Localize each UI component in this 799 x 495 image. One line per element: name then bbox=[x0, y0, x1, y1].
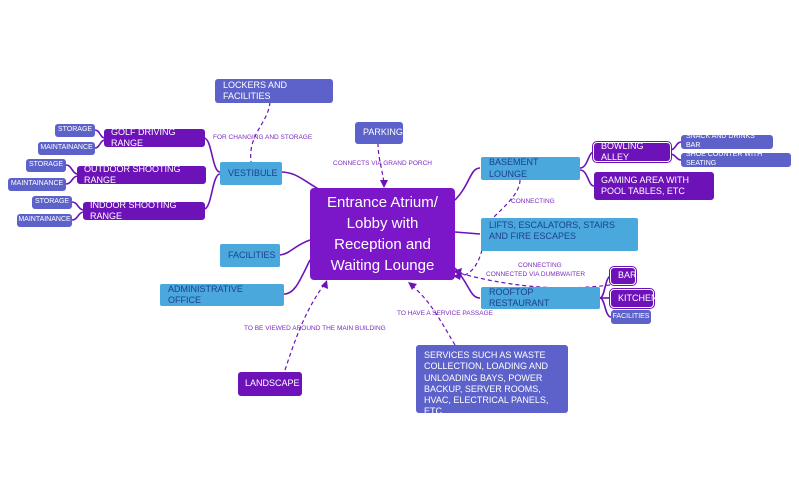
label-connects-grand-porch: CONNECTS VIA GRAND PORCH bbox=[333, 160, 432, 167]
node-outdoor-maintainance[interactable]: MAINTAINANCE bbox=[8, 178, 66, 191]
node-shoe-counter[interactable]: SHOE COUNTER WITH SEATING bbox=[681, 151, 791, 167]
node-bar[interactable]: BAR bbox=[610, 267, 637, 285]
central-topic-label: Entrance Atrium/ Lobby with Reception an… bbox=[327, 194, 438, 274]
node-snack-drinks-bar[interactable]: SNACK AND DRINKS BAR bbox=[681, 133, 773, 149]
node-outdoor-shooting-range[interactable]: OUTDOOR SHOOTING RANGE bbox=[77, 164, 206, 185]
label-connecting-lifts: CONNECTING bbox=[518, 262, 562, 269]
node-indoor-shooting-range[interactable]: INDOOR SHOOTING RANGE bbox=[83, 200, 205, 221]
node-indoor-maintainance[interactable]: MAINTAINANCE bbox=[17, 214, 72, 227]
node-administrative-office[interactable]: ADMINISTRATIVE OFFICE bbox=[160, 284, 284, 306]
node-rooftop-restaurant[interactable]: ROOFTOP RESTAURANT bbox=[481, 287, 600, 309]
node-landscape[interactable]: LANDSCAPE bbox=[238, 372, 302, 396]
node-lockers-facilities[interactable]: LOCKERS AND FACILITIES bbox=[215, 79, 333, 103]
label-service-passage: TO HAVE A SERVICE PASSAGE bbox=[397, 310, 493, 317]
node-parking[interactable]: PARKING bbox=[355, 122, 403, 144]
node-bowling-alley[interactable]: BOWLING ALLEY bbox=[593, 141, 671, 162]
node-outdoor-storage[interactable]: STORAGE bbox=[26, 159, 66, 172]
node-facilities[interactable]: FACILITIES bbox=[220, 244, 280, 267]
node-services[interactable]: SERVICES SUCH AS WASTE COLLECTION, LOADI… bbox=[416, 345, 568, 416]
node-basement-lounge[interactable]: BASEMENT LOUNGE bbox=[481, 157, 580, 180]
node-golf-maintainance[interactable]: MAINTAINANCE bbox=[38, 142, 95, 155]
node-golf-driving-range[interactable]: GOLF DRIVING RANGE bbox=[104, 127, 205, 148]
node-golf-storage[interactable]: STORAGE bbox=[55, 124, 95, 137]
node-vestibule[interactable]: VESTIBULE bbox=[220, 162, 282, 185]
label-viewed-around: TO BE VIEWED AROUND THE MAIN BUILDING bbox=[244, 325, 386, 332]
node-gaming-area[interactable]: GAMING AREA WITH POOL TABLES, ETC bbox=[594, 172, 714, 200]
label-connected-dumbwaiter: CONNECTED VIA DUMBWAITER bbox=[486, 271, 586, 278]
node-lifts-escalators[interactable]: LIFTS, ESCALATORS, STAIRS AND FIRE ESCAP… bbox=[481, 218, 638, 251]
node-roof-facilities[interactable]: FACILITIES bbox=[611, 310, 651, 324]
label-for-changing-storage: FOR CHANGING AND STORAGE bbox=[213, 134, 313, 141]
node-kitchen[interactable]: KITCHEN bbox=[610, 289, 658, 308]
node-indoor-storage[interactable]: STORAGE bbox=[32, 196, 72, 209]
central-topic[interactable]: Entrance Atrium/ Lobby with Reception an… bbox=[310, 188, 455, 280]
label-connecting-basement: CONNECTING bbox=[511, 198, 555, 205]
